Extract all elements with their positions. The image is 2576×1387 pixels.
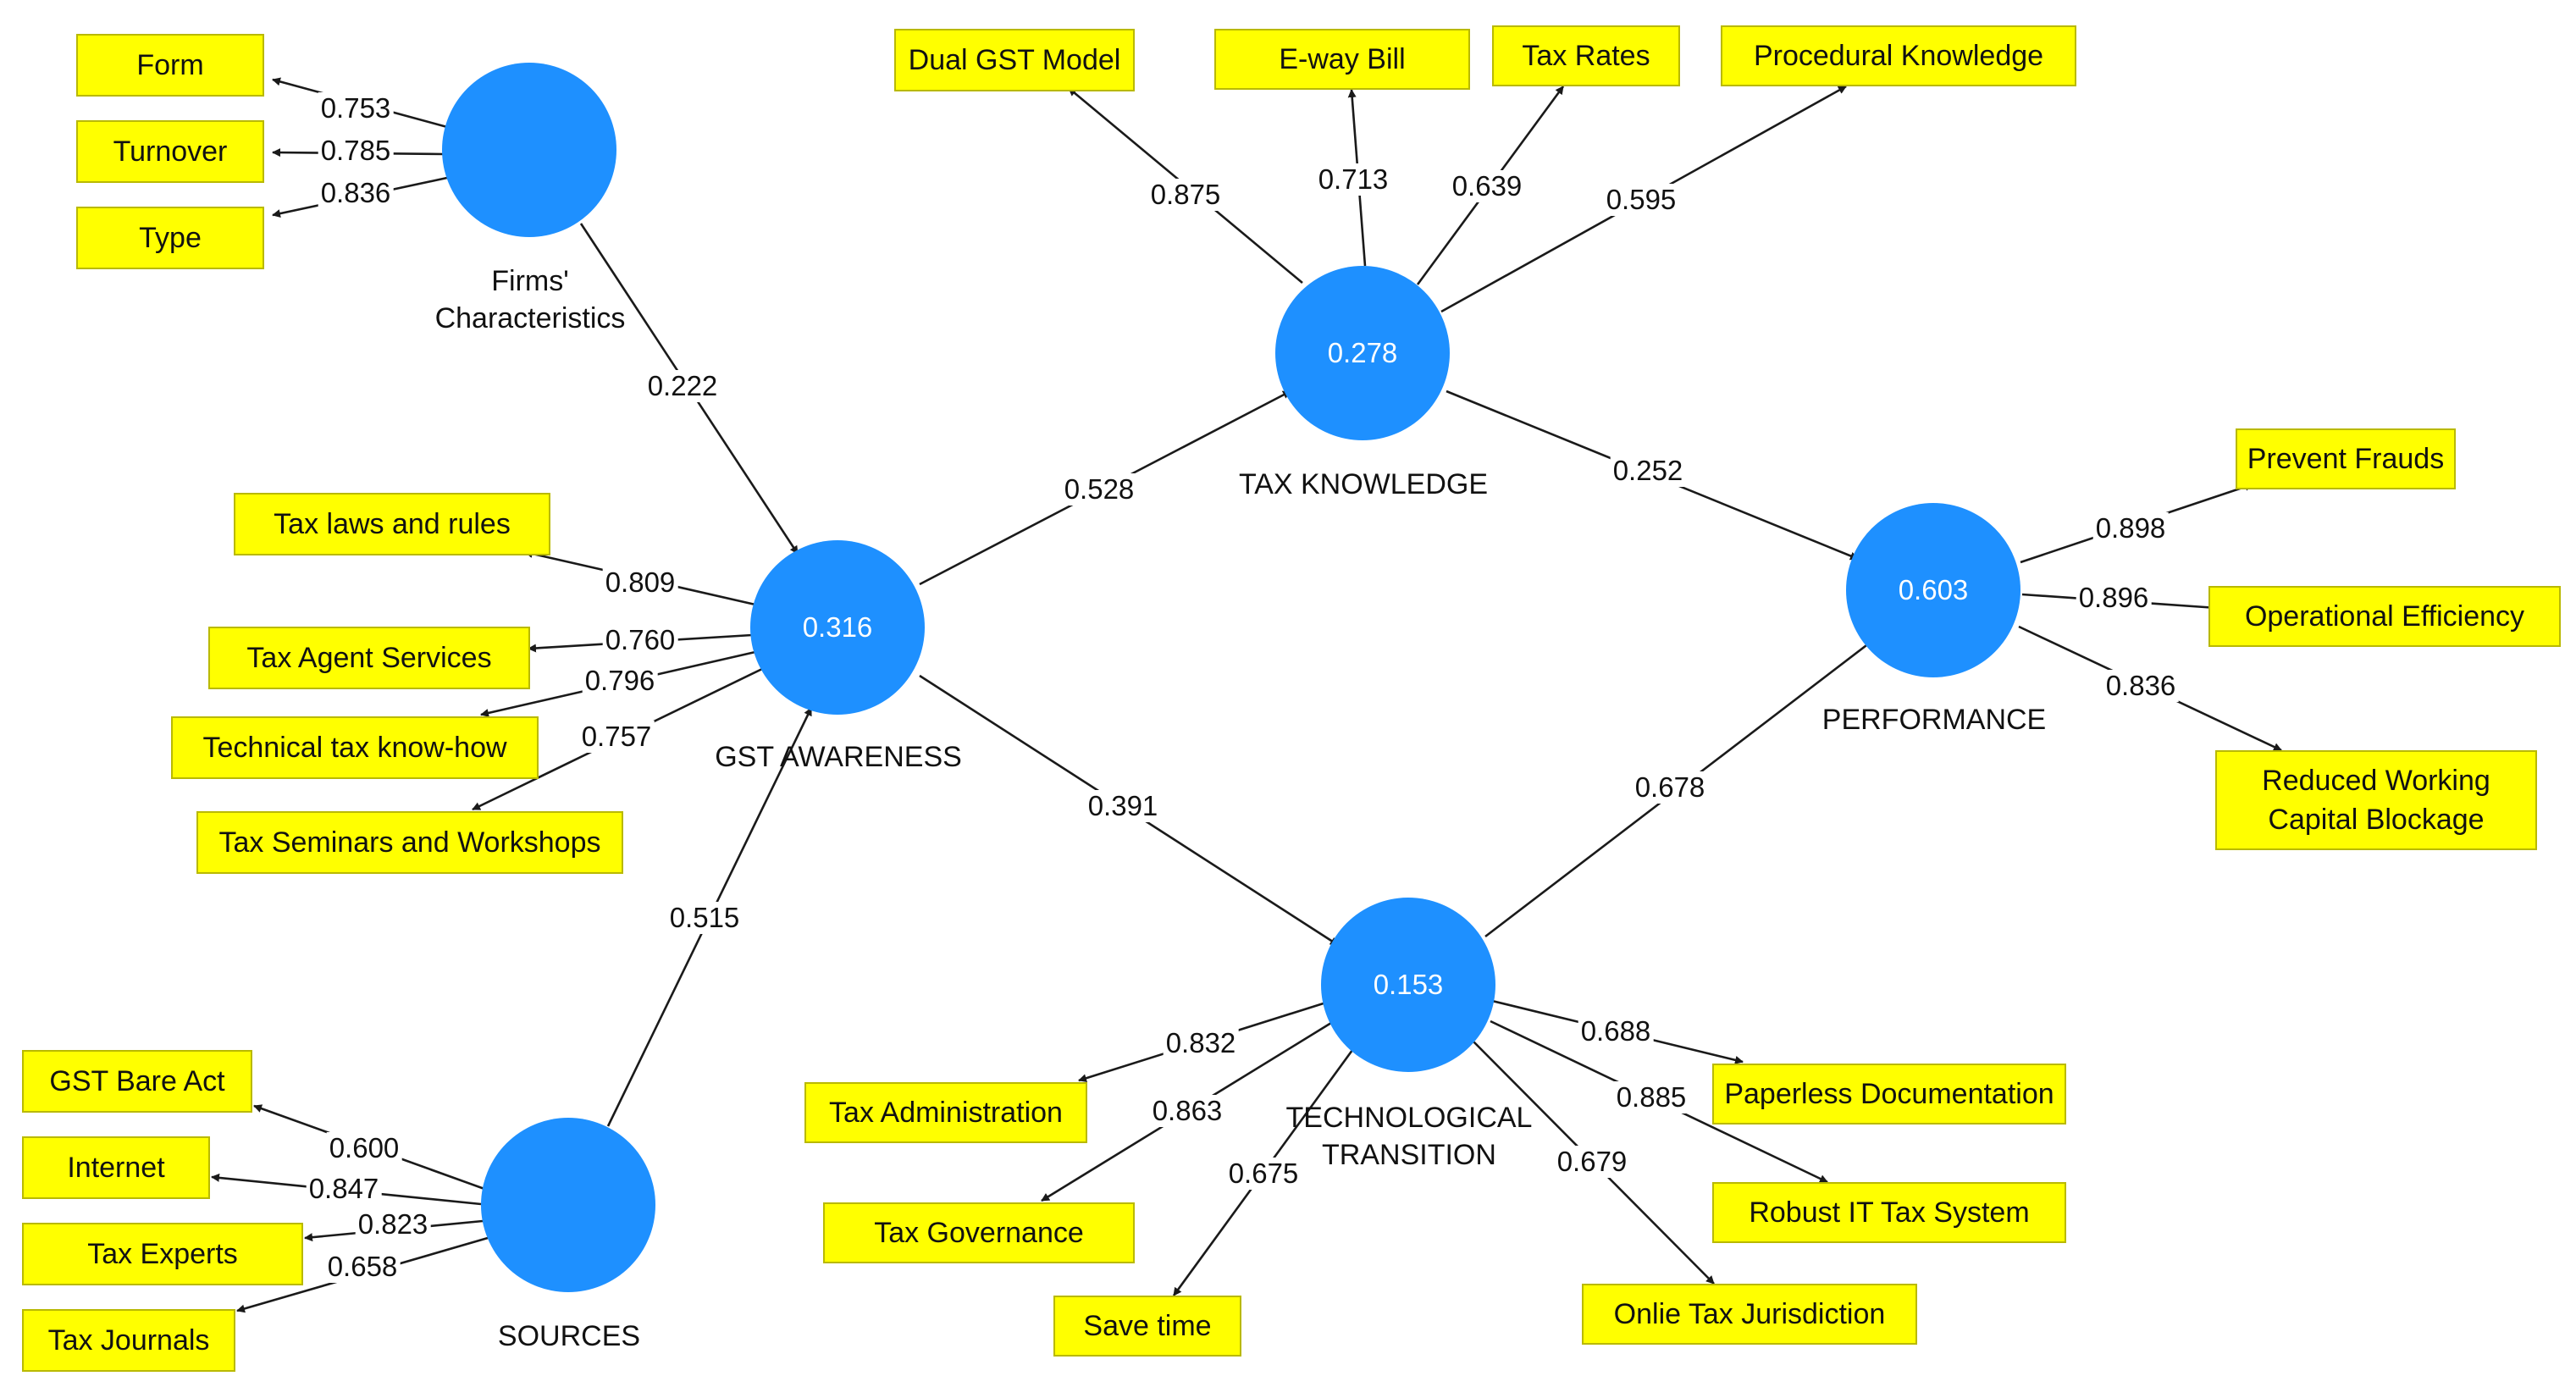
indicator-prevent-frauds: Prevent Frauds (2236, 428, 2456, 489)
indicator-save-time: Save time (1053, 1296, 1241, 1357)
weight-sources-internet: 0.847 (306, 1173, 382, 1205)
indicator-operational-efficiency: Operational Efficiency (2208, 586, 2561, 647)
weight-firms-type: 0.836 (318, 177, 394, 209)
weight-sources-tax-journals: 0.658 (324, 1251, 401, 1283)
indicator-seminars: Tax Seminars and Workshops (196, 811, 623, 874)
weight-sources-tax-experts: 0.823 (355, 1208, 431, 1241)
weight-gst-tax-agent: 0.760 (602, 624, 678, 656)
weight-tech-gov: 0.863 (1149, 1095, 1225, 1127)
indicator-tax-laws: Tax laws and rules (234, 493, 550, 555)
indicator-tax-journals: Tax Journals (22, 1309, 235, 1372)
weight-gst-tax-laws: 0.809 (602, 566, 678, 599)
indicator-dual-gst: Dual GST Model (894, 29, 1135, 91)
indicator-gst-bare-act: GST Bare Act (22, 1050, 252, 1113)
weight-gst-tech: 0.391 (1085, 790, 1161, 822)
weight-tech-onlie: 0.679 (1554, 1146, 1630, 1178)
weight-firms-turnover: 0.785 (318, 135, 394, 167)
label-sources: SOURCES (497, 1320, 641, 1352)
label-firms-characteristics: Firms' Characteristics (434, 265, 626, 334)
weight-tech-robust: 0.885 (1613, 1081, 1689, 1113)
indicator-form: Form (76, 34, 264, 97)
label-gst-awareness: GST AWARENESS (715, 741, 962, 773)
label-technological-transition: TECHNOLOGICAL TRANSITION (1285, 1102, 1533, 1171)
indicator-tax-experts: Tax Experts (22, 1223, 303, 1285)
indicator-eway-bill: E-way Bill (1214, 29, 1470, 90)
weight-perf-wc: 0.836 (2103, 670, 2179, 702)
indicator-turnover: Turnover (76, 120, 264, 183)
weight-tech-save: 0.675 (1225, 1158, 1302, 1190)
indicator-technical-know-how: Technical tax know-how (171, 716, 539, 779)
indicator-onlie-tax: Onlie Tax Jurisdiction (1582, 1284, 1917, 1345)
construct-firms-characteristics (442, 63, 616, 237)
indicator-robust-it: Robust IT Tax System (1712, 1182, 2066, 1243)
indicator-reduced-working-capital: Reduced Working Capital Blockage (2215, 750, 2537, 850)
indicator-internet: Internet (22, 1136, 210, 1199)
weight-gst-taxk: 0.528 (1061, 473, 1137, 506)
weight-perf-frauds: 0.898 (2092, 512, 2169, 544)
weight-taxk-dual: 0.875 (1147, 179, 1224, 211)
label-tax-knowledge: TAX KNOWLEDGE (1238, 468, 1489, 500)
weight-taxk-eway: 0.713 (1315, 163, 1391, 196)
construct-tax-knowledge: 0.278 (1275, 266, 1450, 440)
weight-tech-admin: 0.832 (1163, 1027, 1239, 1059)
indicator-tax-agent: Tax Agent Services (208, 627, 530, 689)
weight-taxk-rates: 0.639 (1449, 170, 1525, 202)
weight-tech-perf: 0.678 (1632, 771, 1708, 804)
weight-tech-paperless: 0.688 (1578, 1015, 1654, 1047)
construct-technological-transition: 0.153 (1321, 898, 1495, 1072)
weight-gst-seminars: 0.757 (578, 721, 655, 753)
indicator-tax-rates: Tax Rates (1492, 25, 1680, 86)
weight-firms-form: 0.753 (318, 92, 394, 124)
indicator-tax-administration: Tax Administration (804, 1082, 1087, 1143)
indicator-paperless: Paperless Documentation (1712, 1064, 2066, 1125)
weight-gst-tech-knowhow: 0.796 (582, 665, 658, 697)
construct-sources (481, 1118, 655, 1292)
construct-performance: 0.603 (1846, 503, 2020, 677)
weight-perf-efficiency: 0.896 (2076, 582, 2152, 614)
label-performance: PERFORMANCE (1821, 704, 2047, 736)
weight-sources-gst: 0.515 (666, 902, 743, 934)
weight-sources-gst-bare: 0.600 (326, 1132, 402, 1164)
indicator-tax-governance: Tax Governance (823, 1202, 1135, 1263)
construct-gst-awareness: 0.316 (750, 540, 925, 715)
indicator-type: Type (76, 207, 264, 269)
indicator-procedural: Procedural Knowledge (1721, 25, 2076, 86)
weight-taxk-procedural: 0.595 (1603, 184, 1679, 216)
weight-taxk-perf: 0.252 (1610, 455, 1686, 487)
weight-firms-gst: 0.222 (644, 370, 721, 402)
